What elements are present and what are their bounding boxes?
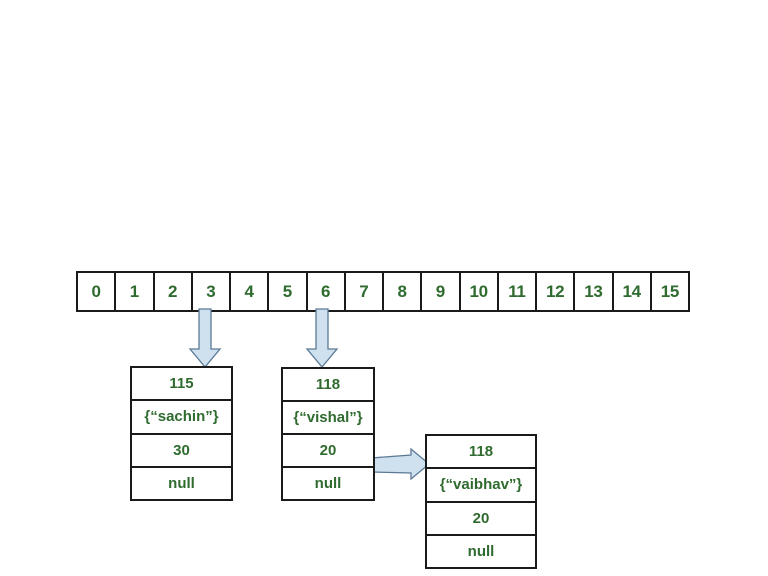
bucket-cell-13[interactable]: 13: [575, 273, 614, 310]
bucket-cell-15[interactable]: 15: [651, 273, 688, 310]
entry-node-vaibhav[interactable]: 118 {“vaibhav”} 20 null: [425, 434, 537, 569]
entry-node-sachin[interactable]: 115 {“sachin”} 30 null: [130, 366, 233, 501]
node-next: null: [132, 467, 231, 499]
node-next: null: [283, 468, 373, 499]
bucket-cell-1[interactable]: 1: [116, 273, 155, 310]
bucket-cell-12[interactable]: 12: [537, 273, 576, 310]
node-value: 20: [283, 435, 373, 468]
bucket-cell-4[interactable]: 4: [231, 273, 270, 310]
node-value: 30: [132, 434, 231, 468]
bucket-cell-3[interactable]: 3: [192, 273, 231, 310]
node-hash: 118: [427, 436, 535, 470]
node-hash: 115: [132, 368, 231, 402]
node-key: {“vishal”}: [283, 402, 373, 435]
bucket-cell-14[interactable]: 14: [613, 273, 652, 310]
bucket-cell-5[interactable]: 5: [269, 273, 308, 310]
node-next: null: [427, 535, 535, 567]
node-hash: 118: [283, 369, 373, 402]
bucket-cell-10[interactable]: 10: [460, 273, 499, 310]
arrow-vishal-to-vaibhav-icon: [370, 447, 431, 481]
bucket-cell-6[interactable]: 6: [307, 273, 346, 310]
node-value: 20: [427, 502, 535, 536]
arrow-bucket6-to-vishal-icon: [305, 308, 339, 369]
bucket-cell-8[interactable]: 8: [384, 273, 423, 310]
bucket-cell-0[interactable]: 0: [78, 273, 117, 310]
arrow-bucket3-to-sachin-icon: [188, 308, 222, 369]
hash-bucket-array: 0 1 2 3 4 5 6 7 8 9 10 11 12 13 14 15: [76, 271, 690, 312]
node-key: {“sachin”}: [132, 401, 231, 435]
node-key: {“vaibhav”}: [427, 469, 535, 503]
entry-node-vishal[interactable]: 118 {“vishal”} 20 null: [281, 367, 375, 501]
bucket-cell-9[interactable]: 9: [422, 273, 461, 310]
bucket-cell-7[interactable]: 7: [345, 273, 384, 310]
bucket-cell-11[interactable]: 11: [498, 273, 537, 310]
bucket-cell-2[interactable]: 2: [154, 273, 193, 310]
